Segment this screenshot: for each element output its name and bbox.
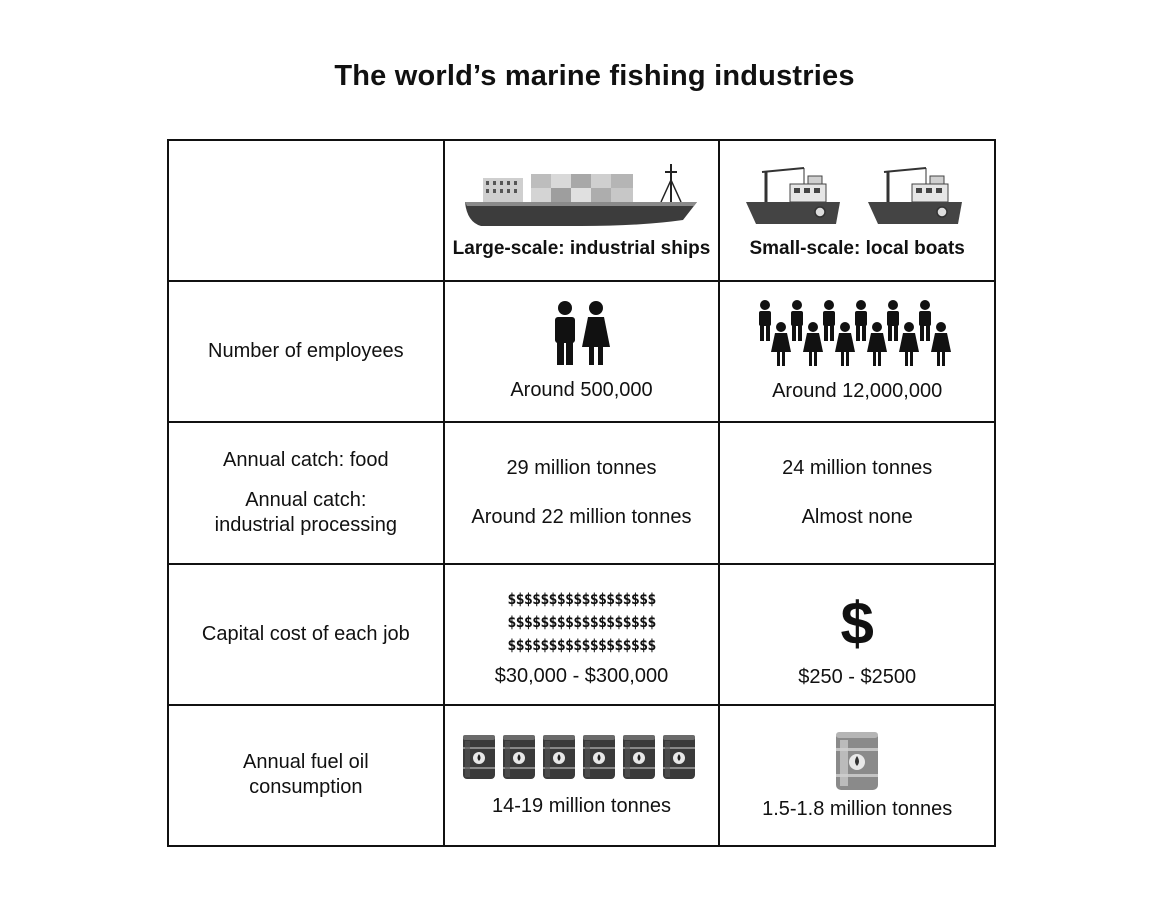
header-row: Large-scale: industrial ships	[167, 138, 996, 283]
capital-row: Capital cost of each job $$$$$$$$$$$$$$$…	[167, 562, 996, 706]
catch-large-cell: 29 million tonnes Around 22 million tonn…	[442, 421, 721, 565]
empty-corner-cell	[167, 138, 445, 283]
capital-large-value: $30,000 - $300,000	[494, 665, 669, 688]
fuel-large-cell: 14-19 million tonnes	[442, 703, 721, 848]
catch-small-cell: 24 million tonnes Almost none	[718, 421, 996, 565]
catch-small-industrial: Almost none	[801, 505, 913, 528]
catch-food-label: Annual catch: food	[222, 448, 389, 471]
local-boats-icon	[721, 162, 993, 232]
catch-label-cell: Annual catch: food Annual catch: industr…	[167, 421, 445, 565]
employees-small-cell: Around 12,000,000	[718, 280, 996, 424]
comparison-table: Large-scale: industrial ships	[167, 138, 996, 848]
capital-large-cell: $$$$$$$$$$$$$$$$$$ $$$$$$$$$$$$$$$$$$ $$…	[442, 562, 721, 706]
single-dollar-icon: $	[840, 589, 874, 657]
oil-barrel-icon	[721, 730, 993, 792]
employees-row: Number of employees Around 500,000	[167, 280, 996, 424]
catch-industrial-label-line1: Annual catch:	[245, 488, 367, 511]
fuel-small-cell: 1.5-1.8 million tonnes	[718, 703, 996, 848]
crowd-icon	[721, 300, 993, 367]
fuel-label-line2: consumption	[249, 776, 363, 799]
large-scale-header-cell: Large-scale: industrial ships	[442, 138, 721, 283]
fuel-small-value: 1.5-1.8 million tonnes	[762, 797, 953, 820]
employees-large-cell: Around 500,000	[442, 280, 721, 424]
dollars-line-2: $$$$$$$$$$$$$$$$$$	[507, 613, 656, 632]
many-dollars-icon: $$$$$$$$$$$$$$$$$$ $$$$$$$$$$$$$$$$$$ $$…	[446, 588, 718, 657]
industrial-ship-icon	[446, 162, 718, 232]
employees-small-value: Around 12,000,000	[772, 380, 943, 403]
capital-small-cell: $ $250 - $2500	[718, 562, 996, 706]
catch-large-food: 29 million tonnes	[506, 456, 657, 479]
catch-large-industrial: Around 22 million tonnes	[471, 505, 692, 528]
fuel-large-value: 14-19 million tonnes	[491, 794, 671, 817]
dollars-line-1: $$$$$$$$$$$$$$$$$$	[507, 590, 656, 609]
employees-label: Number of employees	[167, 280, 445, 424]
oil-barrels-icon	[446, 733, 718, 781]
capital-label: Capital cost of each job	[167, 562, 445, 706]
dollars-line-3: $$$$$$$$$$$$$$$$$$	[507, 636, 656, 655]
diagram-title: The world’s marine fishing industries	[334, 60, 855, 92]
fuel-row: Annual fuel oil consumption	[167, 703, 996, 848]
two-people-icon	[446, 301, 718, 366]
small-scale-header: Small-scale: local boats	[749, 237, 965, 259]
capital-small-value: $250 - $2500	[798, 665, 917, 688]
employees-large-value: Around 500,000	[510, 379, 653, 402]
fuel-label-line1: Annual fuel oil	[243, 751, 369, 774]
catch-small-food: 24 million tonnes	[782, 456, 933, 479]
catch-row: Annual catch: food Annual catch: industr…	[167, 421, 996, 565]
fuel-label-cell: Annual fuel oil consumption	[167, 703, 445, 848]
catch-industrial-label-line2: industrial processing	[214, 513, 397, 536]
small-scale-header-cell: Small-scale: local boats	[718, 138, 996, 283]
large-scale-header: Large-scale: industrial ships	[452, 237, 711, 259]
